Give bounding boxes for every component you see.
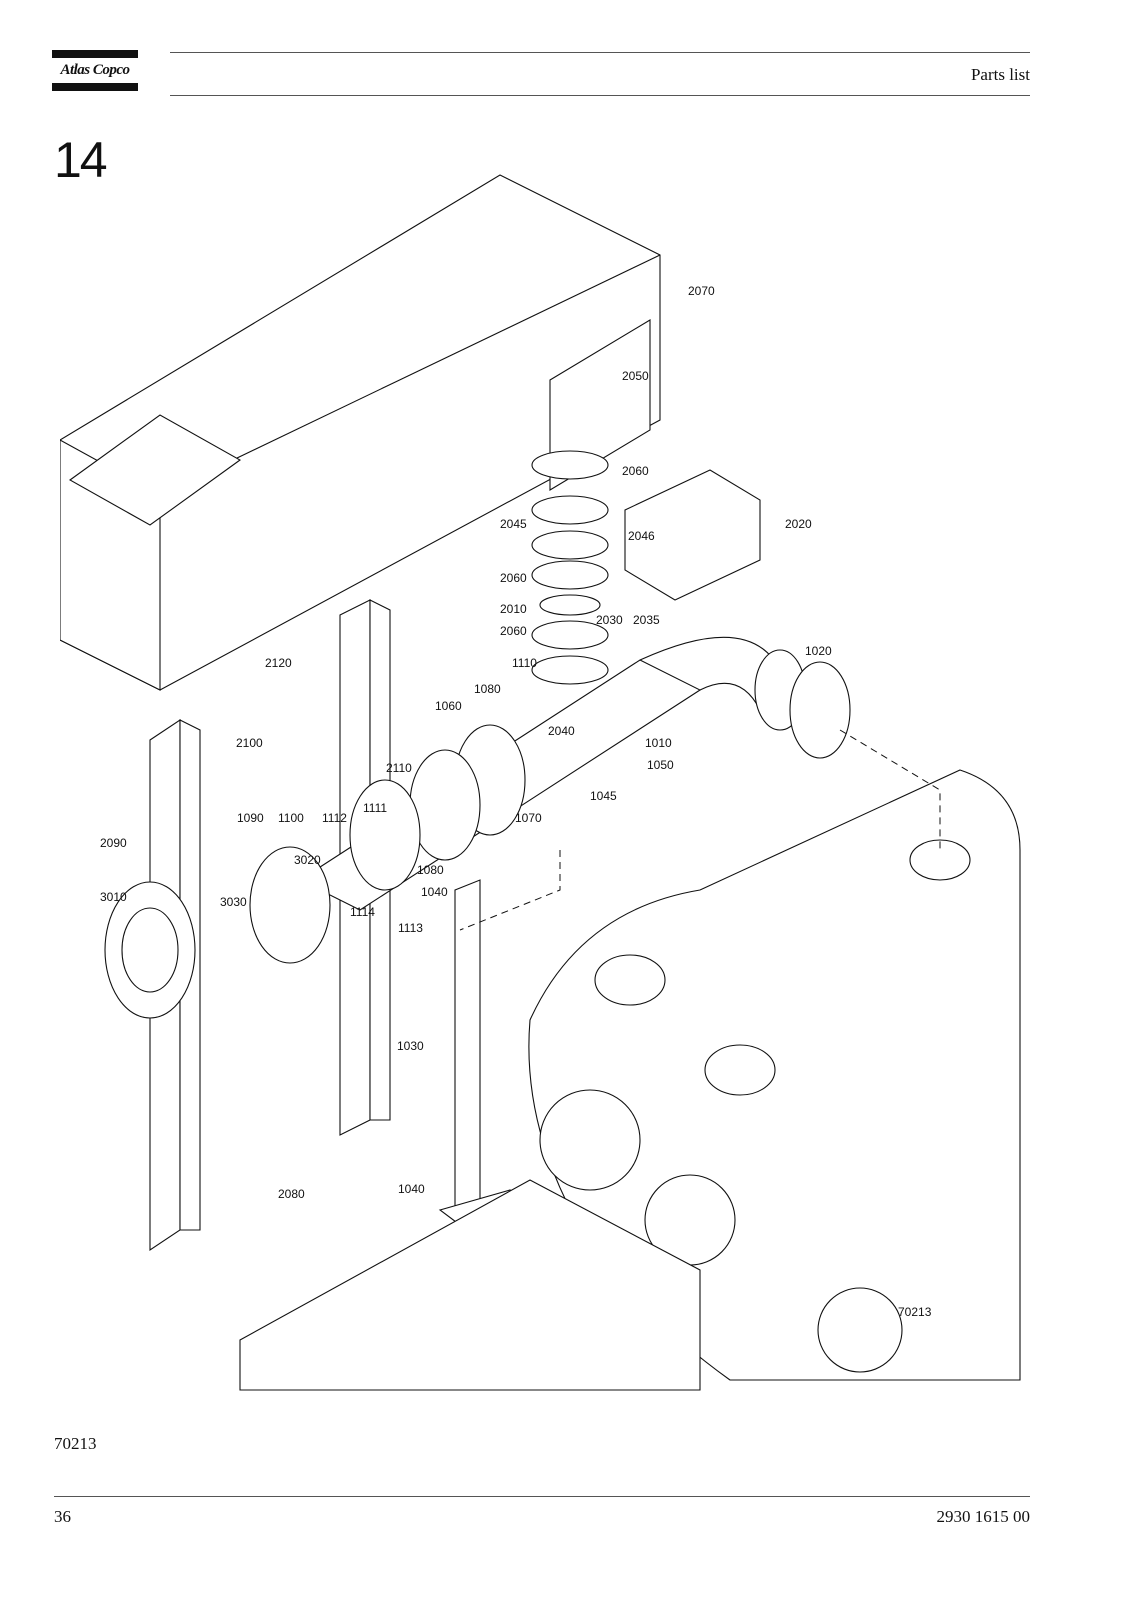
part-callout-2045: 2045	[500, 517, 527, 531]
figure-id: 70213	[54, 1434, 97, 1453]
cabinet-housing	[60, 174, 661, 691]
logo-bar-bottom	[52, 83, 138, 91]
part-callout-2120: 2120	[265, 656, 292, 670]
footer-rule	[54, 1496, 1030, 1497]
part-callout-2040: 2040	[548, 724, 575, 738]
part-callout-2060: 2060	[622, 464, 649, 478]
page-number: 36	[54, 1507, 71, 1526]
header-rule-bottom	[170, 95, 1030, 96]
callout-layer: 2070 2050 2060 2020 2045 2046 2060 2010 2030 2035…	[100, 284, 932, 1319]
part-callout-1040: 1040	[398, 1182, 425, 1196]
flange-stack	[531, 450, 761, 685]
part-callout-2080: 2080	[278, 1187, 305, 1201]
part-callout-2060: 2060	[500, 571, 527, 585]
part-callout-1112: 1112	[322, 811, 347, 825]
part-callout-1080: 1080	[474, 682, 501, 696]
part-callout-2070: 2070	[688, 284, 715, 298]
part-callout-3010: 3010	[100, 890, 127, 904]
dashed-connection-lines	[459, 729, 941, 931]
exploded-parts-drawing: 2070 2050 2060 2020 2045 2046 2060 2010 2030 2035…	[60, 150, 1060, 1410]
logo-wordmark: Atlas Copco	[60, 62, 130, 78]
part-callout-1010: 1010	[645, 736, 672, 750]
part-callout-3020: 3020	[294, 853, 321, 867]
part-callout-2090: 2090	[100, 836, 127, 850]
part-callout-1090: 1090	[237, 811, 264, 825]
header-title: Parts list	[970, 65, 1030, 84]
header-rule-top	[170, 52, 1030, 53]
part-callout-1030: 1030	[397, 1039, 424, 1053]
part-callout-1113: 1113	[398, 921, 423, 935]
part-callout-2035: 2035	[633, 613, 660, 627]
part-callout-2110: 2110	[386, 761, 412, 775]
document-number: 2930 1615 00	[936, 1507, 1031, 1526]
base-plate	[239, 1179, 701, 1391]
part-callout-1045: 1045	[590, 789, 617, 803]
part-callout-1114: 1114	[350, 905, 375, 919]
part-callout-2100: 2100	[236, 736, 263, 750]
part-callout-1050: 1050	[647, 758, 674, 772]
part-callout-1110: 1110	[512, 656, 537, 670]
part-callout-2046: 2046	[628, 529, 655, 543]
atlas-copco-logo: Atlas Copco	[52, 50, 138, 92]
part-callout-2010: 2010	[500, 602, 527, 616]
part-callout-1111: 1111	[363, 801, 387, 815]
part-callout-2030: 2030	[596, 613, 623, 627]
section-number: 14	[54, 132, 108, 188]
part-callout-1080: 1080	[417, 863, 444, 877]
part-callout-1060: 1060	[435, 699, 462, 713]
part-callout-2020: 2020	[785, 517, 812, 531]
part-callout-2060: 2060	[500, 624, 527, 638]
part-callout-1070: 1070	[515, 811, 542, 825]
part-callout-1040: 1040	[421, 885, 448, 899]
part-callout-1100: 1100	[278, 811, 304, 825]
logo-bar-top	[52, 50, 138, 58]
compressor-block	[528, 769, 1021, 1381]
part-callout-2050: 2050	[622, 369, 649, 383]
parts-drawing-svg	[60, 174, 1021, 1391]
part-callout-3030: 3030	[220, 895, 247, 909]
part-callout-1020: 1020	[805, 644, 832, 658]
part-callout-70213: 70213	[898, 1305, 932, 1319]
pipe-assembly	[104, 636, 851, 1019]
